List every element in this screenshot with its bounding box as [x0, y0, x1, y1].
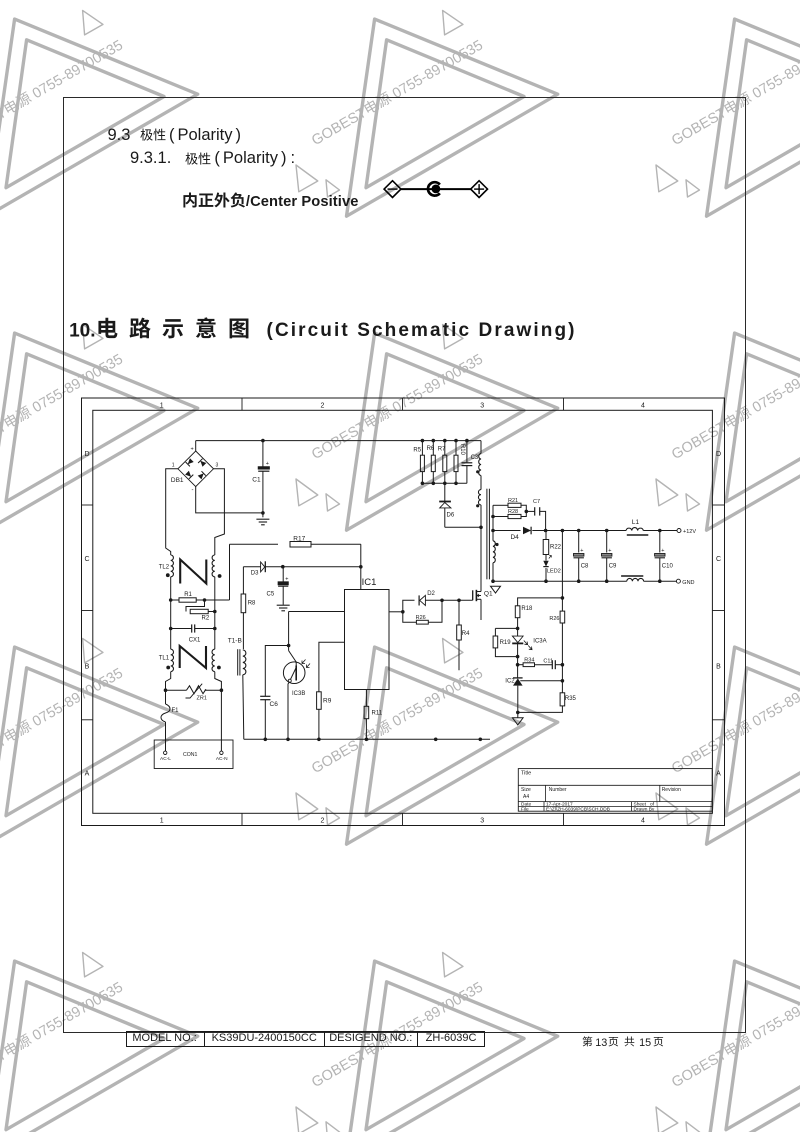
svg-text:Size: Size [521, 787, 531, 793]
svg-text:A: A [85, 771, 90, 778]
svg-text:R26: R26 [549, 616, 559, 622]
svg-text:D2: D2 [427, 591, 435, 597]
svg-text:R5: R5 [413, 448, 421, 454]
svg-text:R6: R6 [427, 446, 435, 452]
svg-text:+: + [608, 548, 611, 554]
svg-text:IC3B: IC3B [292, 691, 305, 697]
svg-text:2: 2 [320, 818, 324, 825]
svg-text:Title: Title [521, 771, 531, 777]
svg-text:IC3A: IC3A [533, 638, 546, 644]
svg-text:AC-N: AC-N [216, 756, 228, 762]
svg-text:TL1: TL1 [159, 656, 170, 662]
svg-text:C: C [716, 556, 721, 563]
svg-text:1: 1 [172, 463, 175, 469]
svg-text:R1: R1 [184, 592, 192, 598]
svg-text:R4: R4 [462, 631, 470, 637]
svg-text:C7: C7 [533, 499, 540, 505]
svg-text:C10: C10 [662, 564, 674, 570]
svg-text:R17: R17 [293, 536, 305, 543]
svg-text:2: 2 [320, 402, 324, 409]
svg-text:D3: D3 [251, 570, 259, 576]
svg-text:File: File [521, 807, 529, 813]
svg-text:R28: R28 [508, 509, 518, 515]
svg-text:A4: A4 [523, 794, 529, 800]
svg-text:3: 3 [480, 818, 484, 825]
svg-text:Date: Date [521, 802, 531, 808]
svg-text:+: + [661, 548, 664, 554]
svg-text:4: 4 [641, 402, 645, 409]
svg-text:R26: R26 [416, 615, 426, 621]
svg-text:R21: R21 [508, 498, 518, 504]
svg-text:A: A [716, 771, 721, 778]
svg-text:DB1: DB1 [171, 477, 184, 484]
svg-text:R8: R8 [248, 600, 256, 606]
svg-text:IC1: IC1 [362, 577, 377, 588]
svg-text:B: B [85, 664, 90, 671]
svg-text:17-Apr-2017: 17-Apr-2017 [546, 802, 573, 808]
svg-text:R19: R19 [500, 640, 512, 646]
svg-text:IC2: IC2 [505, 679, 515, 685]
svg-text:R18: R18 [521, 606, 533, 612]
svg-text:CON1: CON1 [183, 752, 198, 758]
svg-text:CX1: CX1 [189, 638, 201, 644]
svg-text:AC-L: AC-L [160, 756, 171, 762]
svg-text:Sheet of: Sheet of [634, 802, 655, 808]
svg-text:ZR1: ZR1 [197, 696, 207, 702]
svg-text:R34: R34 [524, 658, 534, 664]
svg-text:+: + [191, 447, 194, 453]
svg-text:-: - [192, 488, 194, 494]
svg-text:F1: F1 [172, 708, 180, 714]
svg-text:C8: C8 [581, 564, 589, 570]
svg-text:C11: C11 [543, 658, 553, 664]
svg-text:Number: Number [549, 787, 567, 793]
svg-text:TL2: TL2 [159, 565, 170, 571]
svg-text:L1: L1 [632, 519, 640, 526]
svg-text:R35: R35 [565, 696, 577, 702]
svg-text:+: + [285, 577, 288, 583]
svg-text:Q1: Q1 [484, 591, 493, 598]
svg-text:4: 4 [641, 818, 645, 825]
svg-text:+: + [580, 548, 583, 554]
svg-text:+12V: +12V [683, 529, 696, 535]
svg-text:C5: C5 [267, 591, 275, 597]
svg-text:C6: C6 [270, 701, 279, 708]
svg-text:3: 3 [480, 402, 484, 409]
svg-text:R22: R22 [550, 545, 562, 551]
svg-text:D: D [716, 451, 721, 458]
svg-text:C3: C3 [471, 455, 479, 461]
svg-text:R10: R10 [459, 444, 465, 456]
svg-text:T1-B: T1-B [228, 637, 242, 644]
svg-text:R7: R7 [438, 447, 446, 453]
svg-text:R9: R9 [323, 697, 332, 704]
svg-text:R2: R2 [202, 616, 210, 622]
svg-text:R11: R11 [372, 710, 383, 716]
svg-text:D: D [84, 451, 89, 458]
svg-text:D6: D6 [447, 513, 455, 519]
svg-text:GND: GND [682, 580, 694, 586]
svg-text:B: B [716, 664, 721, 671]
svg-text:LED2: LED2 [547, 569, 561, 575]
svg-text:C9: C9 [609, 564, 617, 570]
svg-text:Revision: Revision [662, 787, 681, 793]
svg-text:E:\Zl\ZH-6039\PCB\SCH.DDB: E:\Zl\ZH-6039\PCB\SCH.DDB [546, 807, 610, 813]
svg-text:C1: C1 [252, 477, 261, 484]
svg-text:Drawn By: Drawn By [634, 807, 655, 813]
svg-text:C: C [84, 556, 89, 563]
svg-text:3: 3 [216, 463, 219, 469]
svg-text:1: 1 [160, 402, 164, 409]
svg-text:1: 1 [160, 818, 164, 825]
svg-text:+: + [266, 461, 269, 467]
svg-text:D4: D4 [510, 534, 519, 541]
